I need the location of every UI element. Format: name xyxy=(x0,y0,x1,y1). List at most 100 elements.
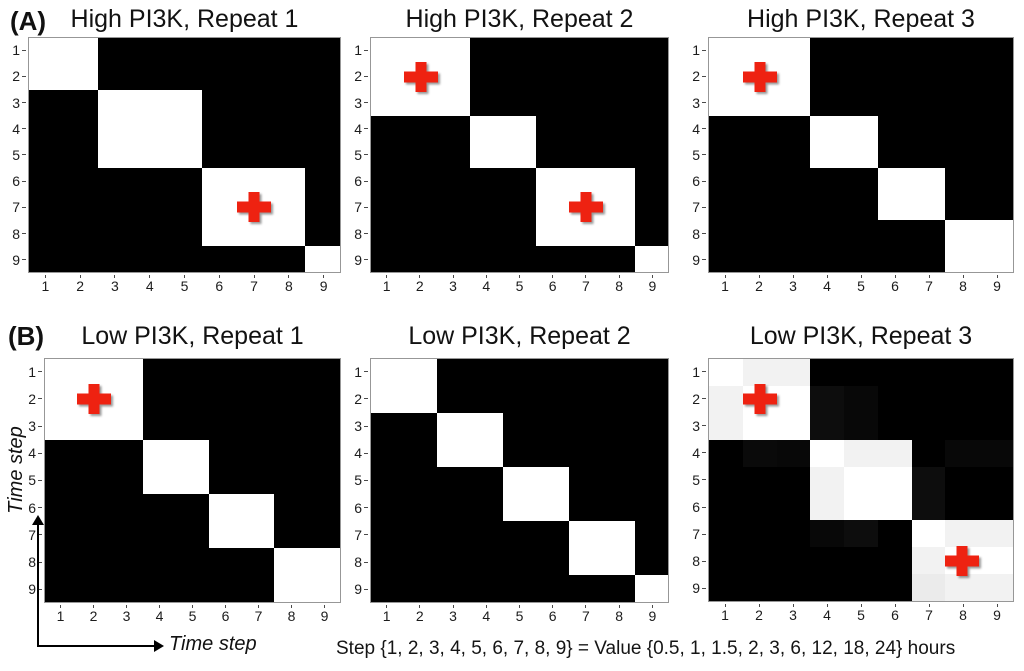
matrix-cell xyxy=(241,575,275,602)
matrix-cell xyxy=(110,548,144,575)
matrix-cell xyxy=(404,168,437,194)
matrix-cell xyxy=(536,38,569,64)
matrix-cell xyxy=(536,575,569,602)
matrix-cell xyxy=(307,467,340,494)
panel-title: Low PI3K, Repeat 1 xyxy=(81,322,304,350)
matrix-cell xyxy=(979,38,1013,64)
matrix-cell xyxy=(945,385,980,413)
matrix-cell xyxy=(979,359,1013,386)
matrix-cell xyxy=(635,64,668,90)
matrix-cell xyxy=(110,494,144,521)
matrix-cell xyxy=(742,385,777,413)
matrix-cell xyxy=(437,194,470,220)
matrix-cell xyxy=(536,194,569,220)
matrix-cell xyxy=(371,413,404,440)
matrix-cell xyxy=(569,386,602,413)
matrix-cell xyxy=(437,521,470,548)
matrix-cell xyxy=(635,467,668,494)
x-tick-label: 2 xyxy=(77,605,110,627)
matrix-cell xyxy=(569,467,602,494)
matrix-cell xyxy=(305,194,340,220)
matrix-cell xyxy=(437,38,470,64)
y-tick-label: 5 xyxy=(341,142,368,168)
matrix-cell xyxy=(63,142,99,168)
x-tick-label: 2 xyxy=(742,604,776,626)
matrix-cell xyxy=(110,386,144,413)
matrix-cell xyxy=(742,493,777,521)
matrix-cell xyxy=(536,246,569,272)
matrix-cell xyxy=(143,359,177,386)
matrix-cell xyxy=(776,493,811,521)
matrix-cell xyxy=(307,575,340,602)
matrix-cell xyxy=(979,220,1013,246)
matrix-cell xyxy=(602,548,635,575)
matrix-cell xyxy=(404,548,437,575)
matrix-cell xyxy=(63,38,99,64)
matrix-cell xyxy=(602,194,635,220)
x-axis-arrow-line xyxy=(37,645,156,647)
matrix-cell xyxy=(305,168,340,194)
matrix-cell xyxy=(470,413,503,440)
panel-title: High PI3K, Repeat 3 xyxy=(747,5,975,33)
matrix-cell xyxy=(569,413,602,440)
matrix-cell xyxy=(877,385,912,413)
matrix-cell xyxy=(602,467,635,494)
matrix-cell xyxy=(602,575,635,602)
matrix-cell xyxy=(709,168,743,194)
y-tick-label: 2 xyxy=(341,385,368,412)
matrix-cell xyxy=(979,194,1013,220)
matrix-cell xyxy=(709,412,743,440)
x-tick-label: 5 xyxy=(503,605,536,627)
matrix-cell xyxy=(470,142,503,168)
matrix-cell xyxy=(132,64,168,90)
matrix-cell xyxy=(911,574,946,601)
matrix-cell xyxy=(305,116,340,142)
matrix-cell xyxy=(143,521,177,548)
matrix-cell xyxy=(569,548,602,575)
matrix-cell xyxy=(945,220,980,246)
matrix-cell xyxy=(63,90,99,116)
matrix-cell xyxy=(776,116,811,142)
y-tick-label: 9 xyxy=(341,247,368,273)
matrix-cell xyxy=(404,116,437,142)
matrix-cell xyxy=(844,90,878,116)
y-tick-label: 2 xyxy=(15,385,42,412)
matrix-cell xyxy=(236,220,271,246)
matrix-cell xyxy=(307,440,340,467)
matrix-cell xyxy=(470,64,503,90)
matrix-cell xyxy=(132,246,168,272)
matrix-cell xyxy=(29,194,64,220)
x-axis-label: Time step xyxy=(169,633,257,655)
matrix-cell xyxy=(132,90,168,116)
matrix-cell xyxy=(503,386,536,413)
matrix-cell xyxy=(635,386,668,413)
y-tick-label: 8 xyxy=(679,221,706,247)
matrix-cell xyxy=(45,494,78,521)
y-tick-label: 6 xyxy=(15,494,42,521)
matrix-cell xyxy=(167,38,202,64)
matrix-cell xyxy=(911,64,946,90)
matrix-cell xyxy=(29,116,64,142)
matrix-cell xyxy=(143,386,177,413)
matrix-cell xyxy=(810,466,845,494)
matrix-cell xyxy=(569,38,602,64)
panel-title: Low PI3K, Repeat 2 xyxy=(408,322,631,350)
matrix-cell xyxy=(241,359,275,386)
x-tick-label: 2 xyxy=(403,605,436,627)
matrix-cell xyxy=(810,194,845,220)
matrix-cell xyxy=(536,142,569,168)
x-tick-label: 8 xyxy=(946,604,980,626)
matrix-cell xyxy=(208,413,242,440)
matrix-cell xyxy=(132,116,168,142)
matrix-cell xyxy=(635,359,668,386)
x-tick-label: 6 xyxy=(878,275,912,297)
matrix-cell xyxy=(371,359,404,386)
matrix-cell xyxy=(877,493,912,521)
y-tick-label: 4 xyxy=(341,440,368,467)
panel-b-label: (B) xyxy=(8,321,45,351)
